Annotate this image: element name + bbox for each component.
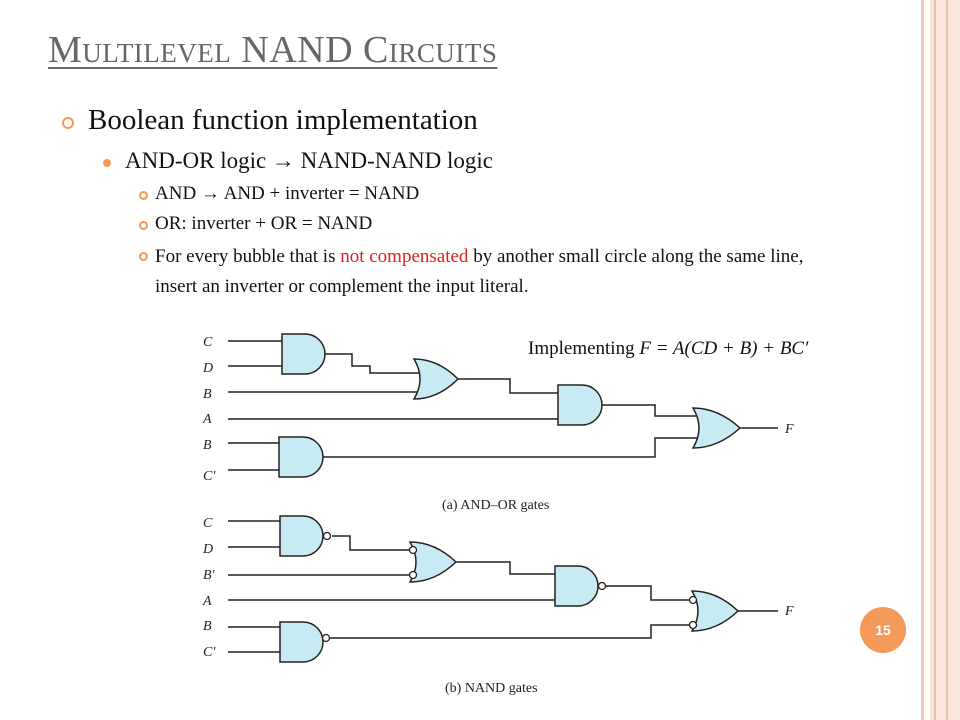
inversion-bubble [688, 595, 698, 605]
output-label: F [784, 604, 794, 619]
inversion-bubble [688, 620, 698, 630]
input-label: A [202, 412, 212, 427]
highlight-text: not compensated [340, 246, 469, 267]
bullet-text: by another small circle along the same l… [155, 246, 804, 297]
and-gate [557, 384, 603, 426]
ring-bullet-icon [62, 117, 74, 129]
and-gate [281, 333, 326, 375]
nand-gate [279, 621, 324, 663]
wire [228, 520, 280, 548]
formula: F = A(CD + B) + BC′ [639, 338, 809, 359]
input-label: D [202, 361, 213, 376]
or-gate [690, 590, 740, 632]
wire [606, 585, 689, 601]
input-label: B [203, 619, 212, 634]
ring-bullet-icon [139, 191, 148, 200]
wire [456, 561, 555, 575]
or-gate [412, 358, 460, 400]
wire [332, 535, 409, 551]
edge-stripe [921, 0, 924, 720]
input-label: C′ [203, 645, 216, 660]
caption-prefix: Implementing [528, 338, 640, 359]
dot-bullet-icon [103, 159, 111, 167]
formula-caption: Implementing F = A(CD + B) + BC′ [528, 338, 808, 360]
nand-gate [279, 515, 324, 557]
ring-bullet-icon [139, 252, 148, 261]
input-label: C [203, 516, 213, 531]
circuit-caption: (a) AND–OR gates [442, 498, 549, 513]
bullet-level3: For every bubble that is not compensated… [155, 242, 835, 302]
circuit-a: C D B A B C′ F (a) AND–OR gates [202, 333, 794, 513]
bullet-level1: Boolean function implementation [88, 104, 478, 136]
ring-bullet-icon [139, 221, 148, 230]
circuit-caption: (b) NAND gates [445, 681, 538, 696]
bullet-level2: AND-OR logic → NAND-NAND logic [125, 148, 493, 173]
page-number-badge: 15 [860, 607, 906, 653]
input-label: A [202, 594, 212, 609]
or-gate [408, 541, 458, 583]
output-label: F [784, 422, 794, 437]
circuit-b: C D B′ A B C′ F (b) NAND gates [202, 515, 794, 696]
input-label: D [202, 542, 213, 557]
inversion-bubble [597, 581, 607, 591]
slide-title: Multilevel NAND Circuits [48, 29, 498, 71]
input-label: B [203, 387, 212, 402]
input-label: C′ [203, 469, 216, 484]
bullet-level3: OR: inverter + OR = NAND [155, 213, 373, 234]
wire [602, 404, 697, 417]
wire [458, 378, 558, 394]
wire [228, 340, 420, 374]
wire [330, 624, 689, 639]
edge-stripe [946, 0, 948, 720]
inversion-bubble [408, 570, 418, 580]
inversion-bubble [322, 531, 332, 541]
inversion-bubble [321, 633, 331, 643]
edge-stripe [934, 0, 936, 720]
input-label: C [203, 335, 213, 350]
wire [228, 442, 279, 471]
nand-gate [554, 565, 599, 607]
wire [323, 437, 697, 458]
and-gate [278, 436, 324, 478]
input-label: B′ [203, 568, 216, 583]
wire [228, 626, 280, 653]
input-label: B [203, 438, 212, 453]
inversion-bubble [408, 545, 418, 555]
or-gate [691, 407, 742, 449]
bullet-level3: AND → AND + inverter = NAND [155, 183, 420, 204]
bullet-text: For every bubble that is [155, 246, 341, 267]
